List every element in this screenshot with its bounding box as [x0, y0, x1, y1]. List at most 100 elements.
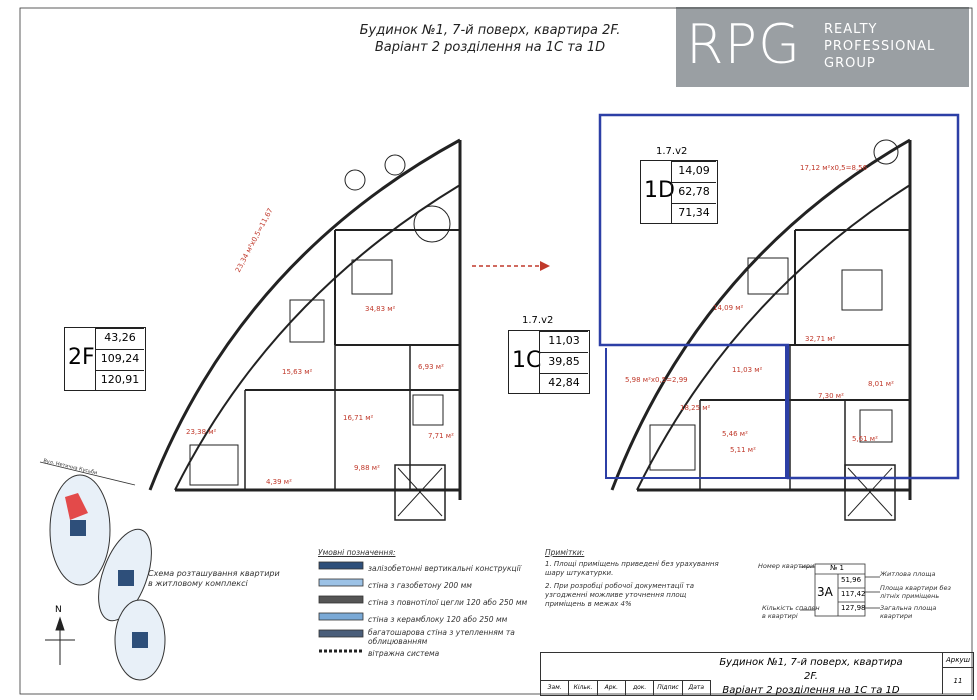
apt-value-total: 71,34 — [672, 203, 716, 222]
plan-1c-1d — [610, 138, 912, 521]
split-outline — [598, 113, 960, 480]
plan-2f — [148, 138, 462, 521]
street-line — [39, 461, 136, 486]
inner-facade-right — [636, 184, 911, 491]
key-code: 3А — [817, 585, 833, 599]
apt-value-living: 14,09 — [672, 161, 716, 180]
room-area: 15,63 м² — [282, 368, 313, 376]
logo-mark: RPG — [686, 13, 801, 76]
apt-value-total: 120,91 — [96, 370, 144, 389]
logo-line-3: GROUP — [824, 56, 876, 71]
apt-1c-box: 1C 11,03 39,85 42,84 — [508, 330, 590, 394]
room-area: 8,01 м² — [868, 380, 894, 388]
legend-swatches — [318, 561, 364, 653]
key-label-total-1: Загальна площа — [880, 604, 937, 612]
outer-facade-left — [148, 138, 461, 491]
compass-icon — [45, 616, 75, 665]
legend-item: вітражна система — [368, 649, 440, 658]
room-area: 32,71 м² — [805, 335, 836, 343]
sheet-frame — [19, 7, 973, 695]
legend-item: багатошарова стіна з утепленням та облиц… — [368, 627, 515, 646]
apt-code: 1C — [512, 348, 542, 373]
room-area: 9,88 м² — [354, 464, 380, 472]
room-area: 5,98 м²х0,5=2,99 — [625, 376, 688, 384]
key-number: № 1 — [830, 564, 844, 572]
outer-facade-right — [610, 138, 911, 491]
key-label-area: Площа квартири без літніх приміщень — [880, 584, 951, 600]
compass-north: N — [55, 605, 62, 615]
legend-item: стіна з повнотілої цегли 120 або 250 мм — [368, 598, 528, 607]
key-label-bedrooms-1: Кількість спален — [762, 604, 820, 612]
room-area-balcony-right: 17,12 м²х0,5=8,56 — [800, 164, 868, 172]
title-line-2: Варіант 2 розділення на 1C та 1D — [374, 40, 606, 55]
schema-label-line-2: в житловому комплексі — [148, 579, 248, 588]
note-item: 2. При розробці робочої документації та … — [545, 582, 694, 608]
stamp-col: Зам. — [541, 681, 570, 695]
apt-1c-variant: 1.7.v2 — [522, 315, 554, 326]
room-area: 6,93 м² — [418, 363, 444, 371]
schema-label: Схема розташування квартири в житловому … — [148, 569, 280, 589]
apt-value-area: 39,85 — [540, 352, 588, 371]
site-schema — [49, 474, 166, 681]
stamp-title-line-1: Будинок №1, 7-й поверх, квартира 2F. — [719, 657, 903, 682]
stamp-col: Дата — [683, 681, 711, 695]
key-label-living: Житлова площа — [880, 570, 936, 578]
notes-header: Примітки: — [545, 548, 585, 557]
room-area: 5,61 м² — [852, 435, 878, 443]
stamp-col: Підпис — [654, 681, 683, 695]
room-area: 7,30 м² — [818, 392, 844, 400]
stamp-title-line-2: Варіант 2 розділення на 1C та 1D — [722, 685, 900, 696]
apt-code: 2F — [68, 345, 95, 370]
key-label-total: Загальна площа квартири — [880, 604, 936, 620]
apt-value-living: 43,26 — [96, 328, 144, 347]
legend-item: стіна з газобетону 200 мм — [368, 581, 472, 590]
key-label-bedrooms: Кількість спален в квартирі — [762, 604, 820, 620]
room-area: 5,11 м² — [730, 446, 756, 454]
key-value: 51,96 — [841, 576, 862, 584]
stamp-sheet: Аркуш 11 — [942, 653, 973, 694]
legend-header: Умовні позначення: — [318, 548, 396, 557]
drawing-title: Будинок №1, 7-й поверх, квартира 2F. Вар… — [300, 22, 680, 56]
apt-code: 1D — [644, 178, 675, 203]
key-label-number: Номер квартири — [758, 562, 815, 570]
key-box — [800, 563, 880, 617]
note-item: 1. Площі приміщень приведені без урахува… — [545, 560, 719, 577]
apt-1d-variant: 1.7.v2 — [656, 146, 688, 157]
key-label-total-2: квартири — [880, 612, 913, 620]
title-block: Будинок №1, 7-й поверх, квартира 2F. Вар… — [540, 652, 974, 696]
rpg-logo: RPG REALTY PROFESSIONAL GROUP — [676, 7, 969, 87]
logo-line-2: PROFESSIONAL — [824, 39, 936, 54]
room-area: 34,83 м² — [365, 305, 396, 313]
stamp-title: Будинок №1, 7-й поверх, квартира 2F. Вар… — [711, 656, 911, 698]
apt-value-area: 109,24 — [96, 349, 144, 368]
stamp-col: Кільк. — [569, 681, 598, 695]
logo-text: REALTY PROFESSIONAL GROUP — [824, 21, 935, 72]
logo-line-1: REALTY — [824, 22, 878, 37]
apt-value-living: 11,03 — [540, 331, 588, 350]
room-area: 7,71 м² — [428, 432, 454, 440]
room-area: 5,46 м² — [722, 430, 748, 438]
legend: Умовні позначення: залізобетонні вертика… — [318, 548, 530, 662]
room-area: 11,03 м² — [732, 366, 763, 374]
stamp-col: док. — [626, 681, 655, 695]
transition-arrow — [472, 261, 550, 271]
sheet-number: 11 — [953, 677, 963, 685]
notes: Примітки: 1. Площі приміщень приведені б… — [545, 548, 725, 613]
room-area: 4,39 м² — [266, 478, 292, 486]
room-area: 18,25 м² — [680, 404, 711, 412]
legend-item: залізобетонні вертикальні конструкції — [368, 564, 521, 573]
room-area: 23,38 м² — [186, 428, 217, 436]
stamp-col: Арк. — [598, 681, 626, 695]
key-value: 117,42 — [841, 590, 866, 598]
legend-item: стіна з керамблоку 120 або 250 мм — [368, 615, 508, 624]
apt-value-area: 62,78 — [672, 182, 716, 201]
apt-1d-box: 1D 14,09 62,78 71,34 — [640, 160, 718, 224]
sheet-label: Аркуш — [943, 653, 973, 668]
title-line-1: Будинок №1, 7-й поверх, квартира 2F. — [359, 23, 621, 38]
key-label-bedrooms-2: в квартирі — [762, 612, 798, 620]
apt-value-total: 42,84 — [540, 373, 588, 392]
apt-2f-box: 2F 43,26 109,24 120,91 — [64, 327, 146, 391]
key-value: 127,98 — [841, 604, 866, 612]
key-label-area-2: літніх приміщень — [880, 592, 940, 600]
